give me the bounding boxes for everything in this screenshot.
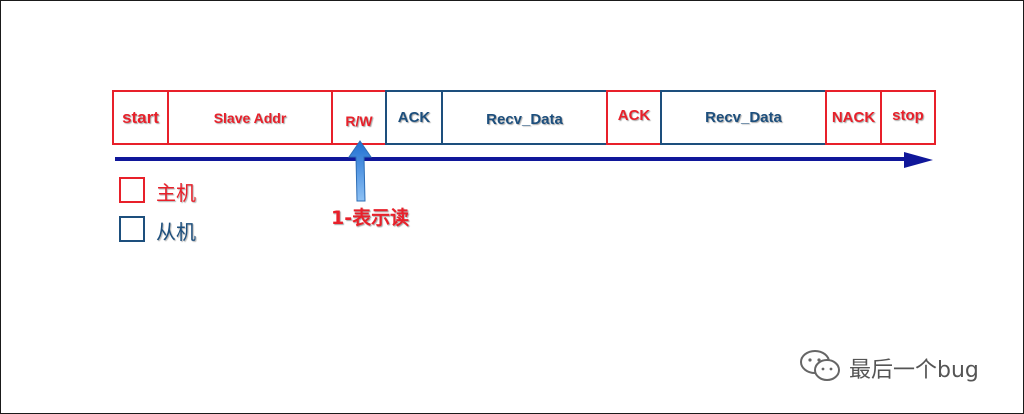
frame-rw: R/W	[331, 90, 387, 145]
frame-label: start	[122, 107, 159, 127]
frame-recv-data-1: Recv_Data	[441, 90, 608, 145]
frame-ack-slave: ACK	[385, 90, 443, 145]
watermark-text: 最后一个bug	[849, 358, 979, 383]
legend-slave-swatch	[119, 216, 145, 242]
rw-annotation: 1-表示读	[331, 207, 410, 229]
frame-label: R/W	[345, 112, 373, 129]
frame-label: stop	[892, 107, 924, 124]
timeline-arrowhead	[904, 152, 933, 168]
frame-ack-master: ACK	[606, 90, 662, 145]
legend-master-swatch	[119, 177, 145, 203]
frame-label: Recv_Data	[705, 109, 782, 126]
frame-stop: stop	[880, 90, 936, 145]
frame-nack: NACK	[825, 90, 882, 145]
callout-arrow	[348, 140, 372, 202]
frame-recv-data-2: Recv_Data	[660, 90, 827, 145]
frame-label: Slave Addr	[213, 109, 287, 126]
frame-label: NACK	[831, 109, 876, 126]
frame-label: ACK	[397, 109, 431, 126]
frame-label: Recv_Data	[486, 111, 563, 128]
frame-slave-addr: Slave Addr	[167, 90, 333, 145]
frame-label: ACK	[617, 107, 651, 124]
wechat-icon	[800, 350, 840, 381]
legend-slave-label: 从机	[156, 220, 196, 244]
legend-master-label: 主机	[156, 181, 196, 205]
frame-start: start	[112, 90, 169, 145]
